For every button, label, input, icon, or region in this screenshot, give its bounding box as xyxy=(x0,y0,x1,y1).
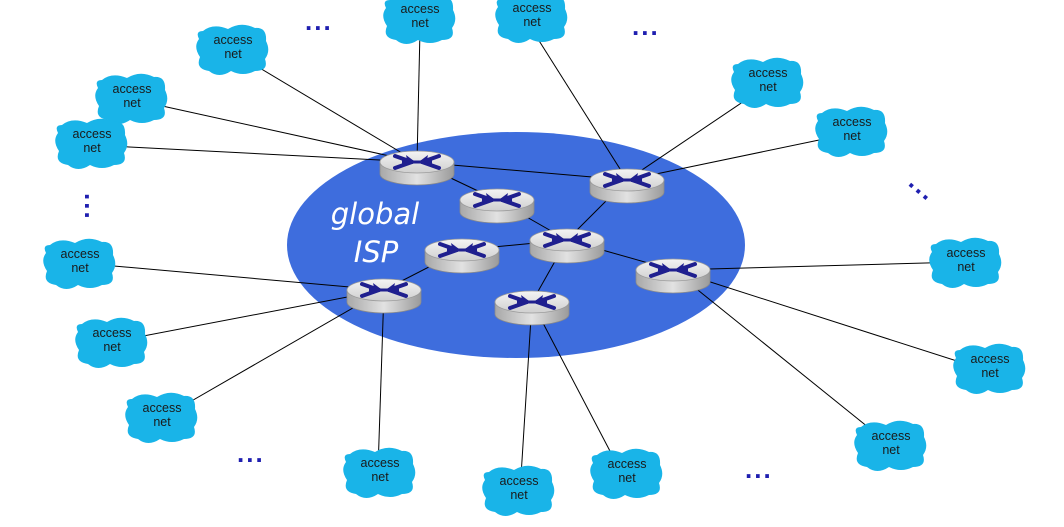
svg-text:net: net xyxy=(523,15,541,29)
svg-text:access: access xyxy=(971,352,1010,366)
svg-text:net: net xyxy=(71,261,89,275)
svg-text:net: net xyxy=(759,80,777,94)
global-isp-label-line1: global xyxy=(331,197,419,231)
access-net-cloud: access net xyxy=(383,0,456,44)
access-net-cloud: access net xyxy=(495,0,568,43)
svg-text:net: net xyxy=(123,96,141,110)
svg-text:access: access xyxy=(947,246,986,260)
svg-text:net: net xyxy=(882,443,900,457)
svg-text:net: net xyxy=(371,470,389,484)
svg-text:access: access xyxy=(113,82,152,96)
svg-text:net: net xyxy=(843,129,861,143)
ellipsis-top-right: ... xyxy=(632,11,660,41)
access-net-cloud: access net xyxy=(343,447,416,498)
ellipsis-top-left: ... xyxy=(305,6,333,36)
router-4 xyxy=(528,227,606,265)
access-net-cloud: access net xyxy=(125,392,198,443)
ellipsis-bottom-left: ... xyxy=(237,438,265,468)
svg-text:net: net xyxy=(981,366,999,380)
router-3 xyxy=(458,187,536,225)
svg-text:access: access xyxy=(143,401,182,415)
access-net-cloud: access net xyxy=(196,24,269,75)
svg-text:access: access xyxy=(73,127,112,141)
router-7 xyxy=(345,277,423,315)
access-net-cloud: access net xyxy=(953,343,1026,394)
access-net-cloud: access net xyxy=(815,106,888,157)
svg-text:access: access xyxy=(401,2,440,16)
ellipsis-left: ... xyxy=(79,193,109,221)
access-net-cloud: access net xyxy=(75,317,148,368)
access-net-cloud: access net xyxy=(95,73,168,124)
router-8 xyxy=(493,289,571,327)
access-net-cloud: access net xyxy=(854,420,927,471)
svg-text:access: access xyxy=(93,326,132,340)
svg-text:net: net xyxy=(618,471,636,485)
svg-text:access: access xyxy=(214,33,253,47)
svg-text:access: access xyxy=(608,457,647,471)
access-net-cloud: access net xyxy=(482,465,555,516)
svg-text:net: net xyxy=(224,47,242,61)
router-5 xyxy=(423,237,501,275)
svg-text:access: access xyxy=(500,474,539,488)
svg-text:access: access xyxy=(833,115,872,129)
router-2 xyxy=(588,167,666,205)
svg-text:access: access xyxy=(872,429,911,443)
router-6 xyxy=(634,257,712,295)
ellipsis-bottom-right: ... xyxy=(745,454,773,484)
access-net-cloud: access net xyxy=(929,237,1002,288)
svg-text:net: net xyxy=(957,260,975,274)
svg-text:access: access xyxy=(749,66,788,80)
router-1 xyxy=(378,149,456,187)
access-net-cloud: access net xyxy=(43,238,116,289)
svg-text:net: net xyxy=(103,340,121,354)
ellipsis-right: ... xyxy=(903,166,943,207)
global-isp-label-line2: ISP xyxy=(354,235,399,269)
access-net-cloud: access net xyxy=(731,57,804,108)
svg-text:access: access xyxy=(361,456,400,470)
svg-text:net: net xyxy=(153,415,171,429)
svg-text:access: access xyxy=(61,247,100,261)
access-net-cloud: access net xyxy=(55,118,128,169)
svg-text:net: net xyxy=(83,141,101,155)
svg-text:net: net xyxy=(411,16,429,30)
access-net-cloud: access net xyxy=(590,448,663,499)
svg-text:access: access xyxy=(513,1,552,15)
svg-text:net: net xyxy=(510,488,528,502)
